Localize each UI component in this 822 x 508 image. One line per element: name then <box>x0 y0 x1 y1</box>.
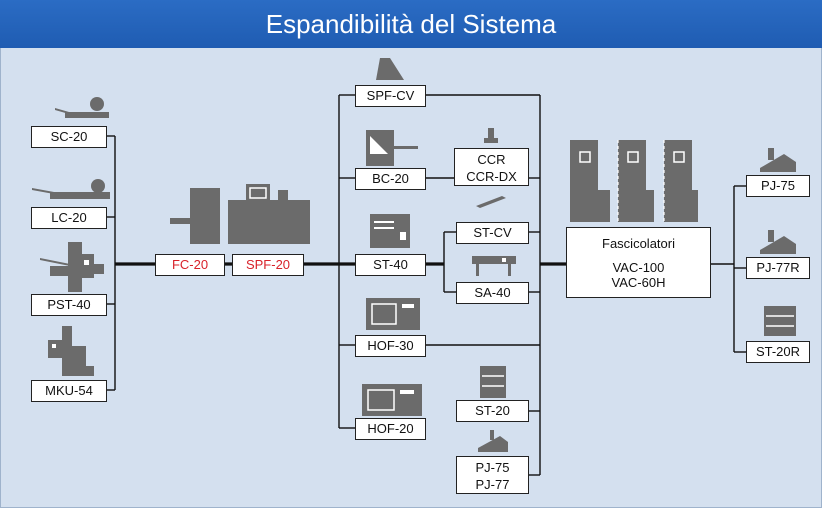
bc20-icon <box>366 130 418 166</box>
module-fc20: FC-20 <box>155 254 225 276</box>
module-pst40: PST-40 <box>31 294 107 316</box>
module-ccr: CCR CCR-DX <box>454 148 529 186</box>
collator-title: Fascicolatori <box>602 236 675 251</box>
collator-vac100: VAC-100 <box>612 260 665 275</box>
page-title: Espandibilità del Sistema <box>0 0 822 48</box>
module-sa40: SA-40 <box>456 282 529 304</box>
module-bc20: BC-20 <box>355 168 426 190</box>
module-spf20: SPF-20 <box>232 254 304 276</box>
stcv-icon <box>476 196 506 208</box>
ccr-dx-label: CCR-DX <box>466 169 517 184</box>
hof20-icon <box>362 384 422 416</box>
ccr-label: CCR <box>477 152 506 167</box>
module-spfcv: SPF-CV <box>355 85 426 107</box>
output-pj75: PJ-75 <box>746 175 810 197</box>
spfcv-icon <box>376 58 404 80</box>
pj-icon <box>478 430 508 452</box>
collator-towers-icon <box>570 140 698 222</box>
spf20-icon <box>228 184 310 244</box>
sa40-icon <box>472 256 516 276</box>
pj77r-output-icon <box>760 230 796 254</box>
pj75-output-icon <box>760 148 796 172</box>
module-mku54: MKU-54 <box>31 380 107 402</box>
mku54-icon <box>48 326 94 376</box>
module-st40: ST-40 <box>355 254 426 276</box>
output-st20r: ST-20R <box>746 341 810 363</box>
fc20-icon <box>170 188 220 244</box>
module-st20: ST-20 <box>456 400 529 422</box>
pj77-label: PJ-77 <box>475 477 510 492</box>
pj75-label: PJ-75 <box>475 460 510 475</box>
ccr-icon <box>484 128 498 143</box>
collator-vac60h: VAC-60H <box>611 275 666 290</box>
output-pj77r: PJ-77R <box>746 257 810 279</box>
module-stcv: ST-CV <box>456 222 529 244</box>
module-hof30: HOF-30 <box>355 335 426 357</box>
collator-box: Fascicolatori VAC-100 VAC-60H <box>566 227 711 298</box>
module-sc20: SC-20 <box>31 126 107 148</box>
module-pj: PJ-75 PJ-77 <box>456 456 529 494</box>
module-lc20: LC-20 <box>31 207 107 229</box>
hof30-icon <box>366 298 420 330</box>
module-hof20: HOF-20 <box>355 418 426 440</box>
lc20-feeder-icon <box>32 179 110 199</box>
st40-icon <box>370 214 410 248</box>
st20-icon <box>480 366 506 398</box>
st20r-output-icon <box>764 306 796 336</box>
pst40-icon <box>40 242 104 292</box>
sc20-feeder-icon <box>55 97 109 118</box>
